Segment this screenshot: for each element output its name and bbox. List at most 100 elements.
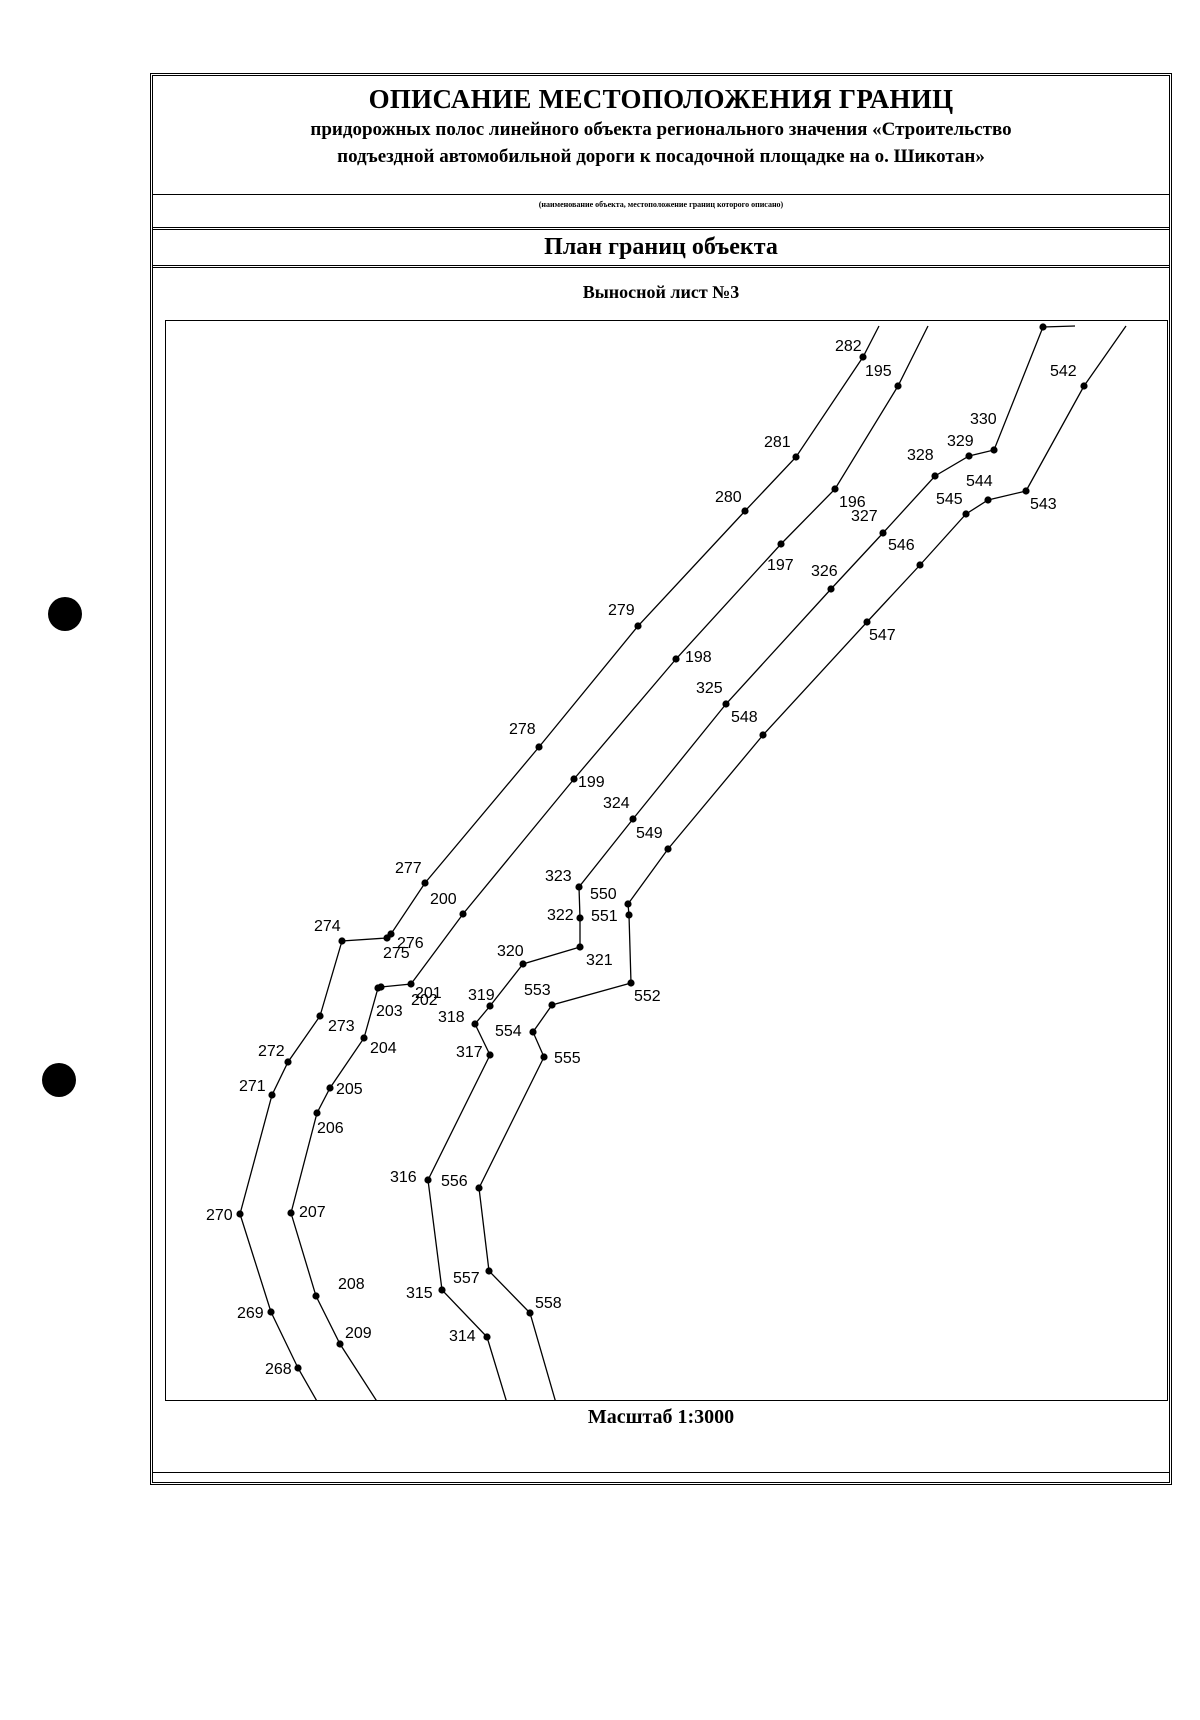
boundary-point-label-542: 542: [1050, 363, 1077, 380]
boundary-point-209: [336, 1340, 344, 1348]
boundary-point-199: [570, 775, 578, 783]
boundary-point-label-543: 543: [1030, 496, 1057, 513]
boundary-point-label-325: 325: [696, 680, 723, 697]
boundary-point-545: [962, 510, 970, 518]
boundary-point-label-550: 550: [590, 886, 617, 903]
boundary-point-282: [859, 353, 867, 361]
divider-2: [153, 227, 1169, 230]
scale-label: Масштаб 1:3000: [587, 1406, 735, 1428]
boundary-point-label-198: 198: [685, 649, 712, 666]
boundary-point-label-327: 327: [851, 508, 878, 525]
boundary-point-label-279: 279: [608, 602, 635, 619]
boundary-point-label-322: 322: [547, 907, 574, 924]
document-subtitle: придорожных полос линейного объекта реги…: [193, 116, 1129, 170]
divider-bottom: [153, 1472, 1169, 1473]
boundary-point-549: [664, 845, 672, 853]
boundary-point-label-557: 557: [453, 1270, 480, 1287]
boundary-point-label-206: 206: [317, 1120, 344, 1137]
punch-hole-bottom: [42, 1063, 76, 1097]
boundary-point-555: [540, 1053, 548, 1061]
boundary-point-label-319: 319: [468, 987, 495, 1004]
boundary-point-322: [576, 914, 584, 922]
boundary-point-331: [1039, 323, 1047, 331]
boundary-point-270: [236, 1210, 244, 1218]
boundary-point-label-317: 317: [456, 1044, 483, 1061]
boundary-point-label-208: 208: [338, 1276, 365, 1293]
boundary-point-330: [990, 446, 998, 454]
boundary-point-205: [326, 1084, 334, 1092]
divider-3: [153, 265, 1169, 268]
boundary-point-label-320: 320: [497, 943, 524, 960]
document-frame: ОПИСАНИЕ МЕСТОПОЛОЖЕНИЯ ГРАНИЦ придорожн…: [150, 73, 1172, 1485]
boundary-point-label-270: 270: [206, 1207, 233, 1224]
boundary-point-208: [312, 1292, 320, 1300]
boundary-point-201: [407, 980, 415, 988]
boundary-point-195: [894, 382, 902, 390]
boundary-point-label-281: 281: [764, 434, 791, 451]
boundary-point-label-545: 545: [936, 491, 963, 508]
boundary-point-label-328: 328: [907, 447, 934, 464]
boundary-point-268: [294, 1364, 302, 1372]
boundary-point-label-196: 196: [839, 494, 866, 511]
boundary-point-543: [1022, 487, 1030, 495]
boundary-line-4: [478, 325, 1127, 1400]
boundary-point-label-315: 315: [406, 1285, 433, 1302]
boundary-point-label-277: 277: [395, 860, 422, 877]
boundary-point-label-553: 553: [524, 982, 551, 999]
boundary-point-206: [313, 1109, 321, 1117]
boundary-point-323: [575, 883, 583, 891]
boundary-point-label-269: 269: [237, 1305, 264, 1322]
plan-title: План границ объекта: [544, 234, 778, 260]
boundary-point-315: [438, 1286, 446, 1294]
boundary-point-label-552: 552: [634, 988, 661, 1005]
boundary-point-269: [267, 1308, 275, 1316]
boundary-point-label-551: 551: [591, 908, 618, 925]
boundary-point-label-323: 323: [545, 868, 572, 885]
boundary-point-label-321: 321: [586, 952, 613, 969]
boundary-point-label-205: 205: [336, 1081, 363, 1098]
divider-1: [153, 194, 1169, 195]
boundary-point-317: [486, 1051, 494, 1059]
boundary-point-277: [421, 879, 429, 887]
boundary-point-label-202: 202: [411, 992, 438, 1009]
boundary-point-label-200: 200: [430, 891, 457, 908]
boundary-point-320: [519, 960, 527, 968]
boundary-point-label-197: 197: [767, 557, 794, 574]
object-name-caption: (наименование объекта, местоположение гр…: [538, 200, 784, 209]
sheet-title: Выносной лист №3: [582, 282, 740, 302]
boundary-point-label-275: 275: [383, 945, 410, 962]
boundary-point-556: [475, 1184, 483, 1192]
boundary-line-3: [427, 325, 1076, 1400]
boundary-point-557: [485, 1267, 493, 1275]
boundary-point-281: [792, 453, 800, 461]
boundary-point-318: [471, 1020, 479, 1028]
boundary-point-324: [629, 815, 637, 823]
boundary-point-label-272: 272: [258, 1043, 285, 1060]
boundary-point-label-209: 209: [345, 1325, 372, 1342]
boundary-point-label-318: 318: [438, 1009, 465, 1026]
boundary-point-196: [831, 485, 839, 493]
boundary-line-1: [239, 325, 880, 1400]
boundary-point-label-324: 324: [603, 795, 630, 812]
boundary-point-271: [268, 1091, 276, 1099]
subtitle-line-2: подъездной автомобильной дороги к посадо…: [337, 146, 985, 167]
boundary-point-274: [338, 937, 346, 945]
boundary-point-label-199: 199: [578, 774, 605, 791]
boundary-point-198: [672, 655, 680, 663]
boundary-point-label-278: 278: [509, 721, 536, 738]
boundary-point-label-330: 330: [970, 411, 997, 428]
boundary-point-label-201: 201: [415, 985, 442, 1002]
boundary-point-200: [459, 910, 467, 918]
boundary-point-554: [529, 1028, 537, 1036]
boundary-point-542: [1080, 382, 1088, 390]
boundary-point-544: [984, 496, 992, 504]
boundary-point-548: [759, 731, 767, 739]
boundary-point-label-558: 558: [535, 1295, 562, 1312]
boundary-point-272: [284, 1058, 292, 1066]
boundary-point-label-271: 271: [239, 1078, 266, 1095]
boundary-point-552: [627, 979, 635, 987]
boundary-point-label-544: 544: [966, 473, 993, 490]
boundary-point-553: [548, 1001, 556, 1009]
boundary-point-label-546: 546: [888, 537, 915, 554]
